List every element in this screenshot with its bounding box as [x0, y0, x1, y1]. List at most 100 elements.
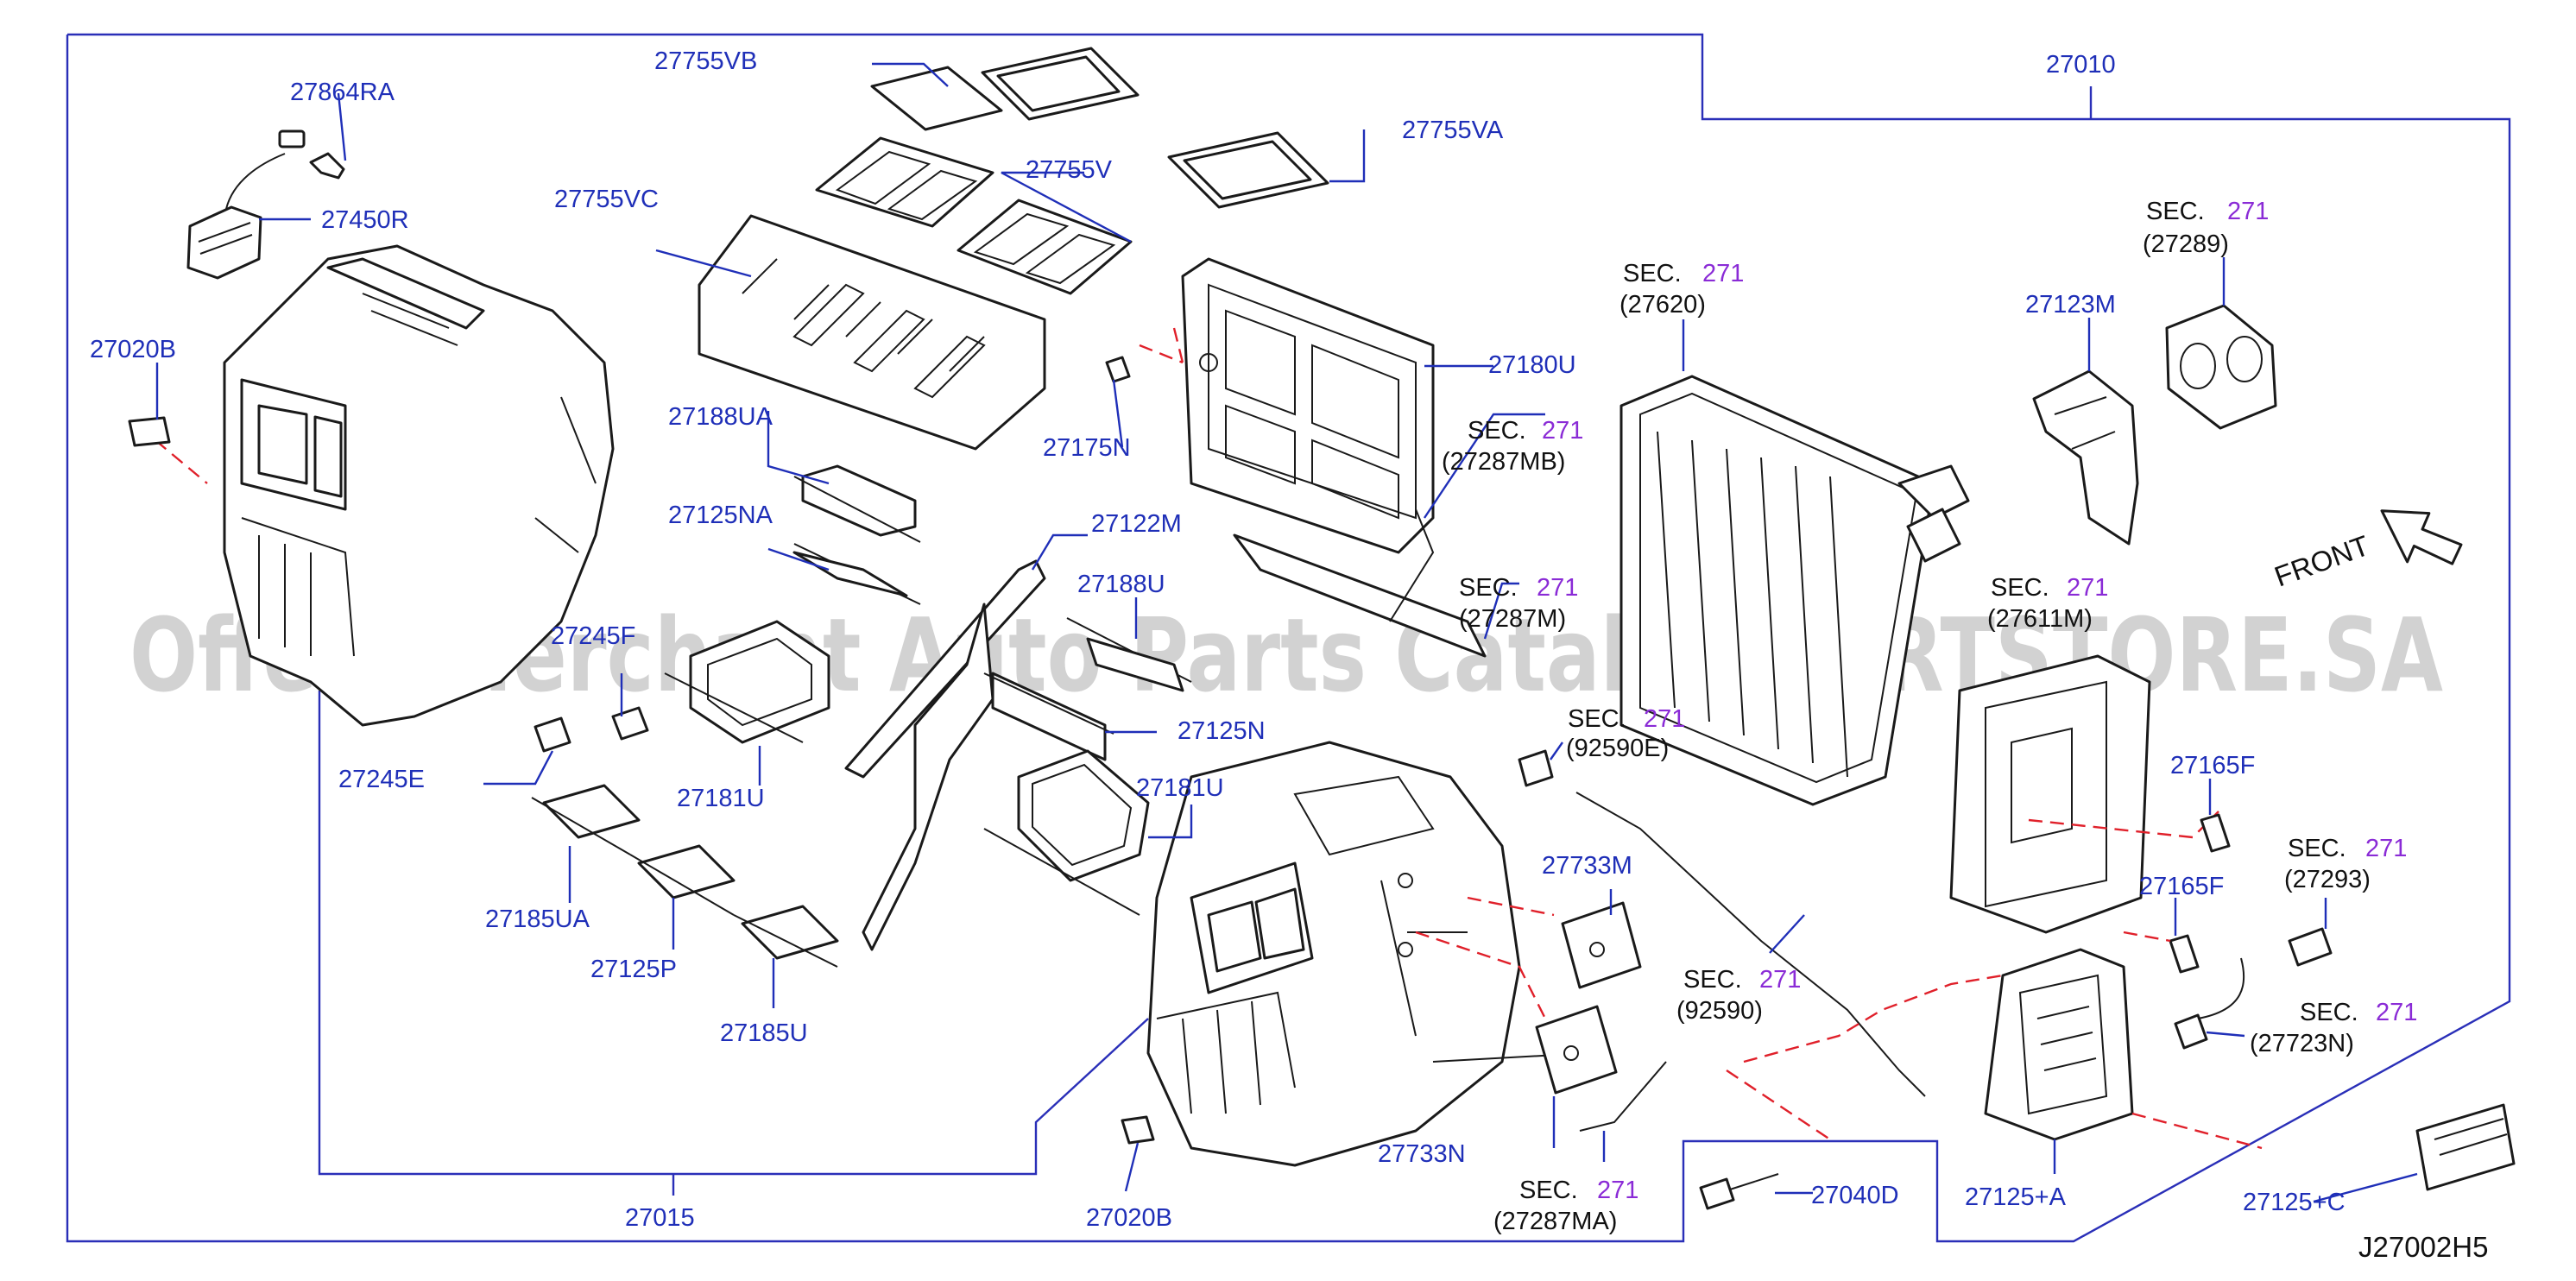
- sec-number: 271: [1542, 417, 1583, 445]
- label-27015[interactable]: 27015: [625, 1204, 695, 1232]
- label-27245F[interactable]: 27245F: [551, 622, 635, 650]
- sec-prefix: SEC.: [2288, 835, 2346, 862]
- label-27040D[interactable]: 27040D: [1811, 1182, 1899, 1209]
- duct-27125C-illustration: [2415, 1103, 2516, 1191]
- sec-ref-27611M[interactable]: SEC. 271 (27611M): [1987, 574, 2108, 633]
- grommet-27289-illustration: [2165, 304, 2277, 430]
- sec-number: 271: [1759, 966, 1801, 994]
- bolt-27040D-illustration: [1699, 1173, 1779, 1210]
- sec-ref-27287M[interactable]: SEC. 271 (27287M): [1459, 574, 1578, 633]
- sec-ref-27620[interactable]: SEC. 271 (27620): [1619, 260, 1744, 319]
- sec-ref-27287MB[interactable]: SEC. 271 (27287MB): [1442, 417, 1583, 476]
- door-27188U-illustration: [1066, 617, 1192, 692]
- label-27123M[interactable]: 27123M: [2025, 291, 2116, 319]
- label-27122M[interactable]: 27122M: [1091, 510, 1182, 538]
- label-27188U[interactable]: 27188U: [1077, 571, 1165, 598]
- front-label: FRONT: [2270, 529, 2373, 593]
- sec-ref-code: (27287MA): [1493, 1208, 1617, 1235]
- label-27185UA[interactable]: 27185UA: [485, 906, 590, 933]
- label-27188UA[interactable]: 27188UA: [668, 403, 773, 431]
- sec-ref-code: (27611M): [1987, 605, 2093, 633]
- label-27125C[interactable]: 27125+C: [2243, 1189, 2346, 1216]
- amplifier-27450R-illustration: [186, 129, 345, 280]
- sec-ref-code: (92590E): [1566, 735, 1669, 762]
- sec-number: 271: [1702, 260, 1744, 287]
- sec-number: 271: [1537, 574, 1578, 602]
- sec-number: 271: [2376, 999, 2417, 1026]
- sec-ref-92590E[interactable]: SEC. 271 (92590E): [1566, 705, 1685, 762]
- label-27733N[interactable]: 27733N: [1378, 1140, 1466, 1168]
- sec-prefix: SEC.: [1683, 966, 1742, 994]
- label-27125NA[interactable]: 27125NA: [668, 502, 773, 529]
- label-27755VB[interactable]: 27755VB: [654, 47, 757, 75]
- sec-ref-code: (27293): [2284, 866, 2371, 893]
- sec-ref-27293[interactable]: SEC. 271 (27293): [2284, 835, 2407, 893]
- label-27733M[interactable]: 27733M: [1542, 852, 1632, 880]
- door-27185U-illustration: [733, 905, 839, 968]
- door-27125N-illustration: [983, 672, 1114, 761]
- label-27185U[interactable]: 27185U: [720, 1019, 808, 1047]
- front-arrow-icon: [2380, 509, 2463, 565]
- lower-cover-27125A-illustration: [1726, 948, 2263, 1150]
- door-27125P-illustration: [629, 844, 736, 916]
- evaporator-core-illustration: [1619, 375, 1970, 806]
- blower-housing-27180U-illustration: [1139, 257, 1435, 554]
- label-27125N[interactable]: 27125N: [1178, 717, 1266, 745]
- label-27755V[interactable]: 27755V: [1026, 156, 1113, 184]
- link-27122M-illustration: [844, 559, 1046, 951]
- rear-case-27611M-illustration: [1949, 654, 2219, 934]
- label-27450R[interactable]: 27450R: [321, 206, 409, 234]
- label-27245E[interactable]: 27245E: [338, 766, 425, 793]
- sec-prefix: SEC.: [2300, 999, 2358, 1026]
- label-27181U-left[interactable]: 27181U: [677, 785, 765, 812]
- sec-ref-code: (27289): [2143, 230, 2229, 258]
- label-27020B-top[interactable]: 27020B: [90, 336, 176, 363]
- label-27175N[interactable]: 27175N: [1043, 434, 1131, 462]
- sec-ref-92590[interactable]: SEC. 271 (92590): [1676, 966, 1801, 1025]
- label-27165F-lower[interactable]: 27165F: [2139, 873, 2224, 900]
- diagram-code: J27002H5: [2358, 1231, 2488, 1263]
- drain-hose-illustration: [1518, 749, 1926, 1097]
- sec-ref-27287MA[interactable]: SEC. 271 (27287MA): [1493, 1177, 1638, 1235]
- sec-number: 271: [2067, 574, 2108, 602]
- sec-ref-code: (27620): [1619, 291, 1706, 319]
- heater-unit-center-illustration: [1146, 741, 1589, 1167]
- bolt-27175N-illustration: [1105, 356, 1131, 383]
- label-27755VC[interactable]: 27755VC: [554, 186, 659, 213]
- label-27010[interactable]: 27010: [2046, 51, 2116, 79]
- sec-prefix: SEC.: [1568, 705, 1626, 733]
- sec-ref-code: (27723N): [2250, 1030, 2354, 1057]
- rod-27287M-illustration: [1233, 508, 1487, 658]
- sec-ref-27723N[interactable]: SEC. 271 (27723N): [2250, 999, 2417, 1057]
- door-27185UA-illustration: [531, 784, 641, 855]
- sec-ref-code: (92590): [1676, 997, 1763, 1025]
- label-27125P[interactable]: 27125P: [590, 956, 677, 983]
- sec-prefix: SEC.: [2146, 198, 2205, 225]
- heater-unit-left-illustration: [155, 244, 615, 727]
- filter-frame-27755VC-illustration: [698, 214, 1046, 451]
- label-27755VA[interactable]: 27755VA: [1402, 117, 1504, 144]
- sec-ref-27289[interactable]: SEC. 271 (27289): [2143, 198, 2269, 258]
- label-27181U-right[interactable]: 27181U: [1136, 774, 1224, 802]
- clip-27020B-top-illustration: [128, 416, 171, 447]
- clip-27245E-illustration: [534, 716, 571, 753]
- label-27165F-upper[interactable]: 27165F: [2170, 752, 2255, 779]
- sensor-27723N-illustration: [2174, 957, 2245, 1050]
- sec-prefix: SEC.: [1991, 574, 2049, 602]
- filter-27755VA-top-illustration: [981, 47, 1140, 121]
- label-27020B-bottom[interactable]: 27020B: [1086, 1204, 1172, 1232]
- actuator-27733N-illustration: [1535, 1005, 1618, 1095]
- sec-prefix: SEC.: [1459, 574, 1518, 602]
- label-27125A[interactable]: 27125+A: [1965, 1183, 2067, 1211]
- actuator-27733M-illustration: [1561, 901, 1642, 989]
- filter-27755VA-bottom-illustration: [1167, 131, 1329, 209]
- door-27188UA-illustration: [793, 464, 921, 543]
- label-27864RA[interactable]: 27864RA: [290, 79, 395, 106]
- sec-prefix: SEC.: [1623, 260, 1682, 287]
- sec-number: 271: [2227, 198, 2269, 225]
- sec-prefix: SEC.: [1468, 417, 1526, 445]
- sensor-27293-illustration: [2288, 927, 2333, 967]
- part-labels: 27010 27015 27020B 27020B 27864RA 27450R…: [90, 47, 2346, 1232]
- label-27180U[interactable]: 27180U: [1488, 351, 1576, 379]
